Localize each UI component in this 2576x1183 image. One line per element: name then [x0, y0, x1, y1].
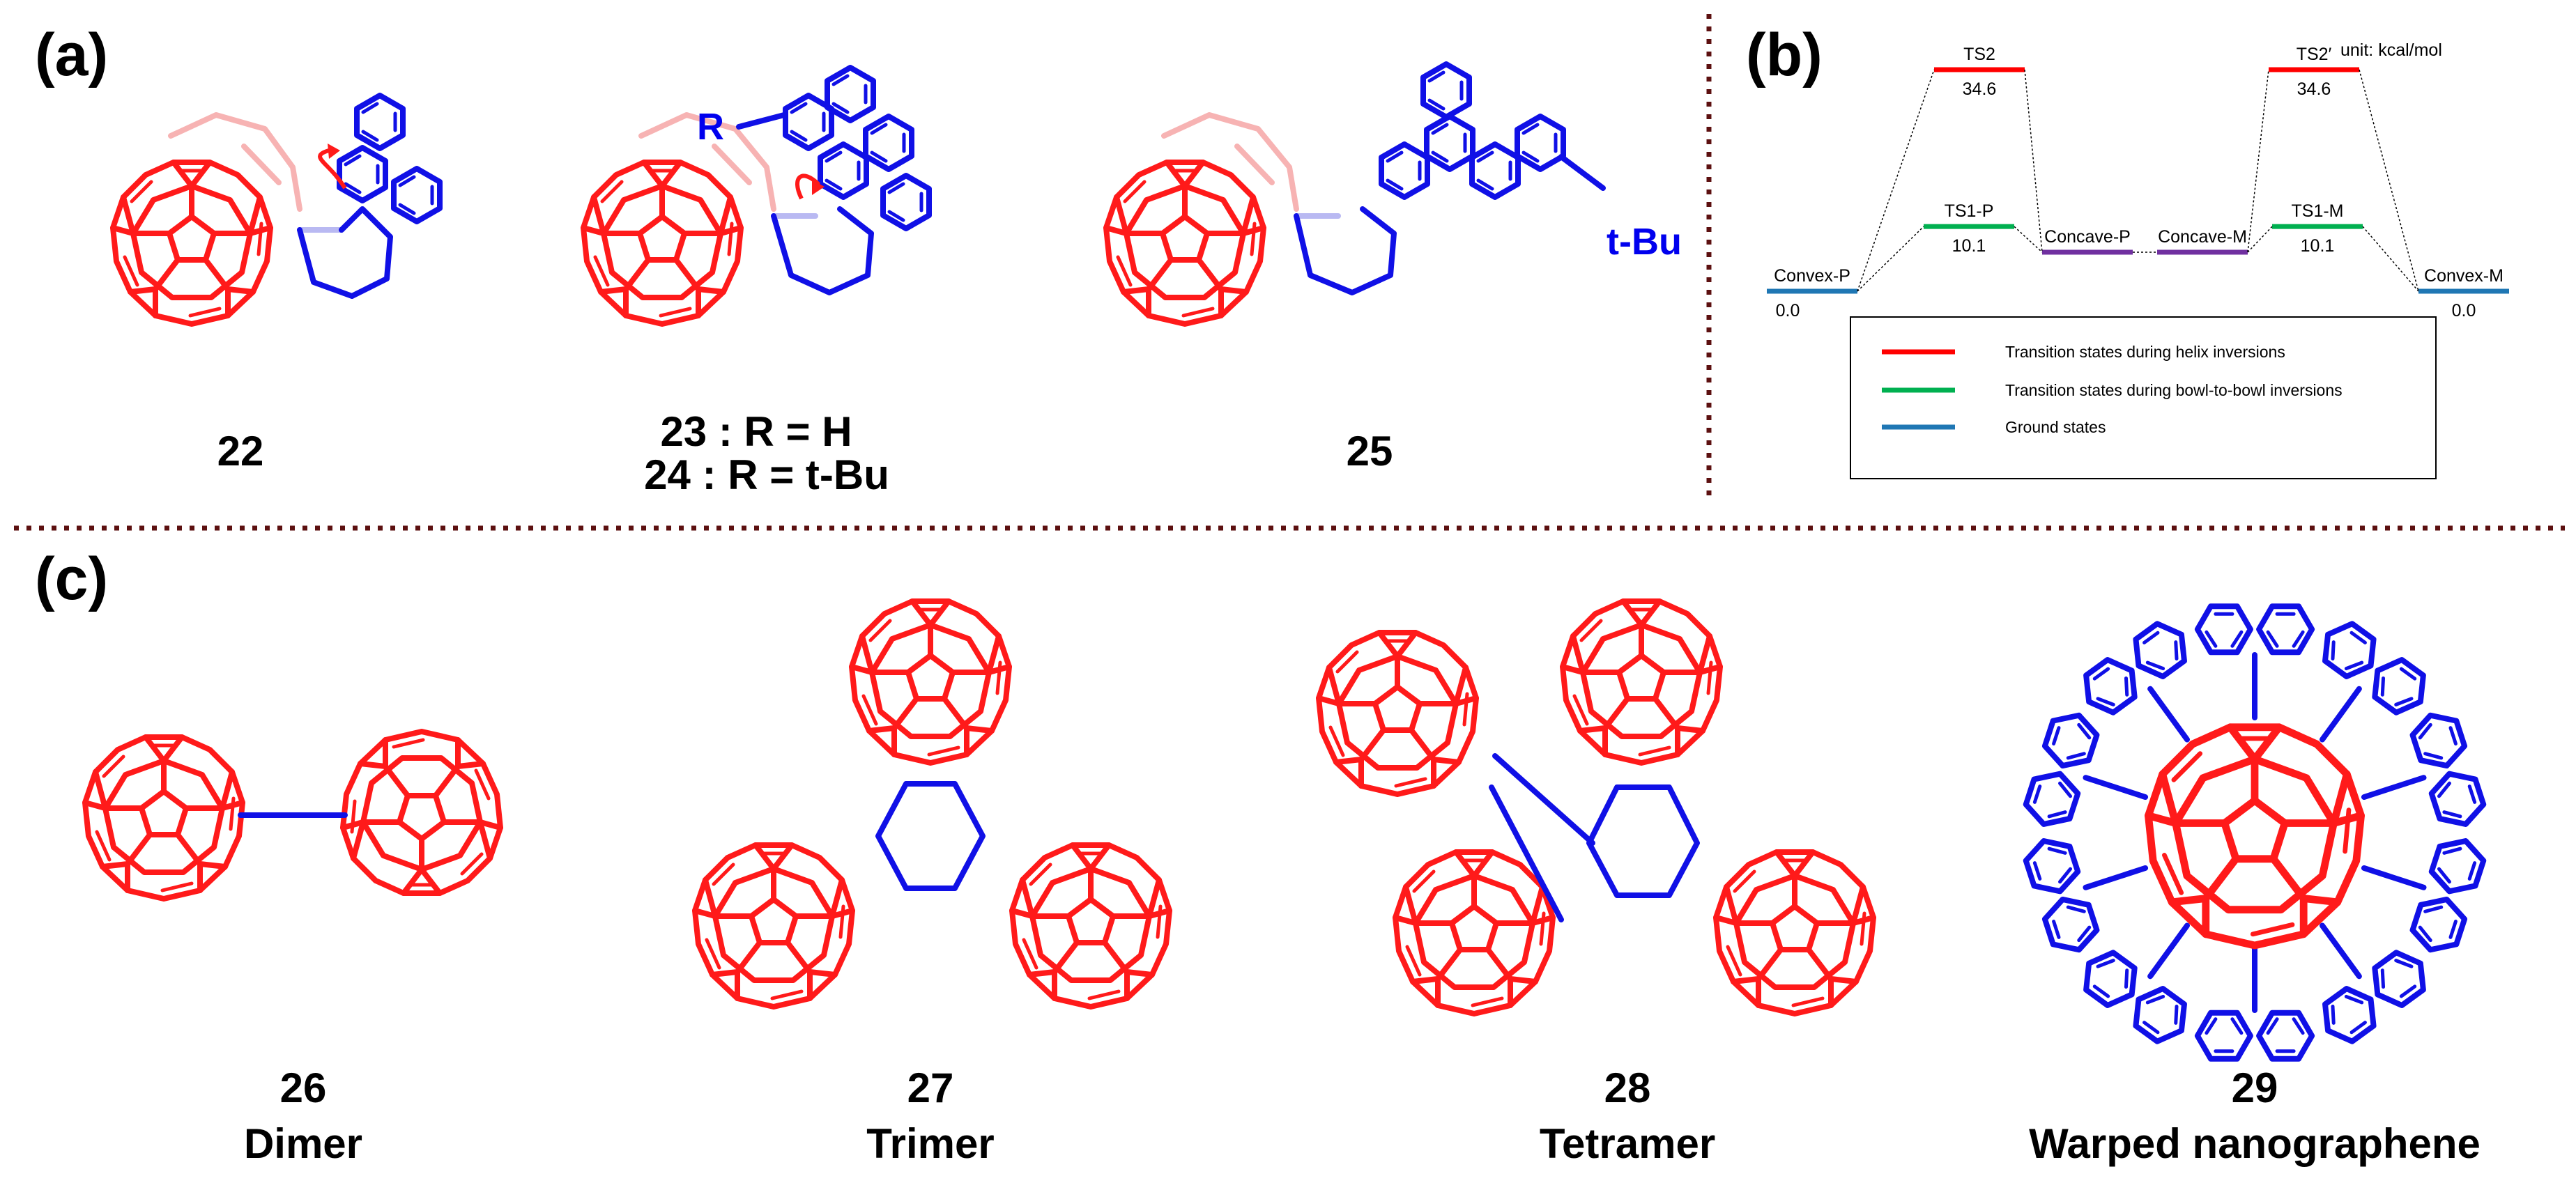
state-energy-label: 34.6: [2297, 79, 2331, 99]
ring-bond: [2147, 686, 2191, 743]
energy-connector: [1857, 69, 1935, 292]
compound-27-name: Trimer: [866, 1120, 994, 1167]
benzo-ring: [2041, 892, 2101, 957]
ring-bond: [2361, 865, 2427, 890]
compound-25-label: 25: [1347, 428, 1393, 474]
state-name-label: Convex-M: [2424, 266, 2504, 286]
benzo-ring: [2259, 606, 2312, 652]
ring-bond: [2361, 775, 2427, 801]
compound-28-name: Tetramer: [1540, 1120, 1715, 1167]
legend-label-bowl: Transition states during bowl-to-bowl in…: [2005, 381, 2343, 399]
legend-item-bowl: Transition states during bowl-to-bowl in…: [1882, 381, 2343, 399]
state-name-label: Concave-P: [2044, 227, 2131, 247]
molecule-25: [1106, 64, 1606, 324]
legend-box: [1850, 316, 2437, 479]
benzo-ring: [2364, 652, 2434, 720]
ring-bond: [2319, 922, 2362, 980]
benzo-ring: [2125, 616, 2195, 684]
state-energy-label: 10.1: [2301, 236, 2335, 256]
panel-label-a: (a): [35, 22, 108, 88]
compound-24-label: 24 : R = t-Bu: [644, 451, 889, 498]
legend-label-ground: Ground states: [2005, 418, 2106, 436]
state-name-label: Concave-M: [2158, 227, 2247, 247]
state-name-label: TS2: [1963, 45, 1995, 64]
benzo-ring: [2428, 834, 2487, 899]
energy-connector: [2247, 226, 2273, 253]
molecule-22: [113, 95, 440, 324]
legend-item-helix: Transition states during helix inversion…: [1882, 343, 2285, 361]
benzo-ring: [2022, 834, 2082, 899]
benzo-ring: [2198, 1013, 2251, 1059]
state-name-label: TS1-M: [2292, 201, 2344, 221]
state-name-label: TS2′: [2297, 45, 2332, 64]
ring-bond: [2083, 775, 2149, 801]
benzo-ring: [2259, 1013, 2312, 1059]
benzo-ring: [2125, 981, 2195, 1049]
molecule-23-24: [583, 68, 929, 324]
molecule-29-warped-nanographene: [2022, 606, 2487, 1058]
benzo-ring: [2022, 766, 2082, 831]
molecule-26-dimer: [85, 732, 500, 899]
ring-bond: [2147, 922, 2191, 980]
benzo-ring: [2041, 709, 2101, 773]
panel-label-b: (b): [1746, 22, 1823, 88]
benzo-ring: [2315, 616, 2384, 684]
unit-label: unit: kcal/mol: [2340, 40, 2442, 60]
compound-22-label: 22: [217, 428, 264, 474]
benzo-ring: [2409, 709, 2469, 773]
ring-bond: [2319, 686, 2362, 743]
energy-connector: [2014, 226, 2043, 253]
legend-label-helix: Transition states during helix inversion…: [2005, 343, 2285, 361]
state-energy-label: 0.0: [1776, 301, 1800, 320]
compound-26-number: 26: [280, 1065, 327, 1111]
panel-label-c: (c): [35, 546, 108, 612]
benzo-ring: [2076, 652, 2145, 720]
tbu-substituent-label: t-Bu: [1607, 221, 1682, 263]
benzo-ring: [2198, 606, 2251, 652]
molecule-27-trimer: [695, 601, 1170, 1007]
ring-bond: [2083, 865, 2149, 890]
state-energy-label: 10.1: [1952, 236, 1986, 256]
compound-29-number: 29: [2232, 1065, 2278, 1111]
state-name-label: Convex-P: [1774, 266, 1850, 286]
compound-28-number: 28: [1604, 1065, 1651, 1111]
state-energy-label: 34.6: [1963, 79, 1997, 99]
state-name-label: TS1-P: [1945, 201, 1994, 221]
compound-26-name: Dimer: [244, 1120, 362, 1167]
compound-23-label: 23 : R = H: [660, 408, 852, 455]
energy-connector: [2247, 69, 2269, 253]
benzo-ring: [2076, 945, 2145, 1013]
benzo-ring: [2428, 766, 2487, 831]
compound-27-number: 27: [907, 1065, 954, 1111]
state-energy-label: 0.0: [2452, 301, 2476, 320]
r-substituent-label: R: [697, 106, 724, 148]
benzo-ring: [2364, 945, 2434, 1013]
legend-item-ground: Ground states: [1882, 418, 2106, 436]
energy-connector: [2359, 69, 2419, 292]
energy-connector: [2024, 69, 2043, 253]
compound-29-name: Warped nanographene: [2029, 1120, 2481, 1167]
benzo-ring: [2315, 981, 2384, 1049]
energy-connector: [1857, 226, 1924, 292]
energy-connector: [2362, 226, 2419, 292]
molecule-28-tetramer: [1319, 601, 1873, 1014]
benzo-ring: [2409, 892, 2469, 957]
